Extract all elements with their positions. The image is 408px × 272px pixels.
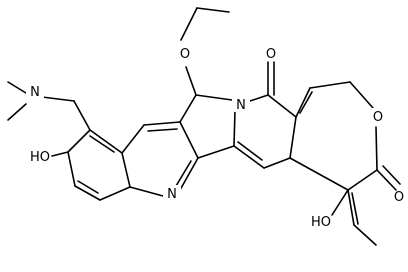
o-lactam-carbonyl-label: O	[266, 47, 276, 62]
oh-hydroxyl-label: HO	[311, 215, 331, 230]
n-lactam-label: N	[236, 98, 246, 113]
n-dimethylamino-label: N	[30, 85, 40, 100]
bond-lines	[7, 7, 401, 246]
atom-labels: N O HO N N O O O HO	[26, 45, 404, 230]
o-ethoxy-label: O	[180, 47, 190, 62]
n-pyridine-label: N	[167, 187, 177, 202]
o-lactone-carbonyl-label: O	[394, 190, 404, 205]
o-phenol-label: HO	[30, 150, 50, 165]
o-lactone-ring-label: O	[373, 110, 383, 125]
